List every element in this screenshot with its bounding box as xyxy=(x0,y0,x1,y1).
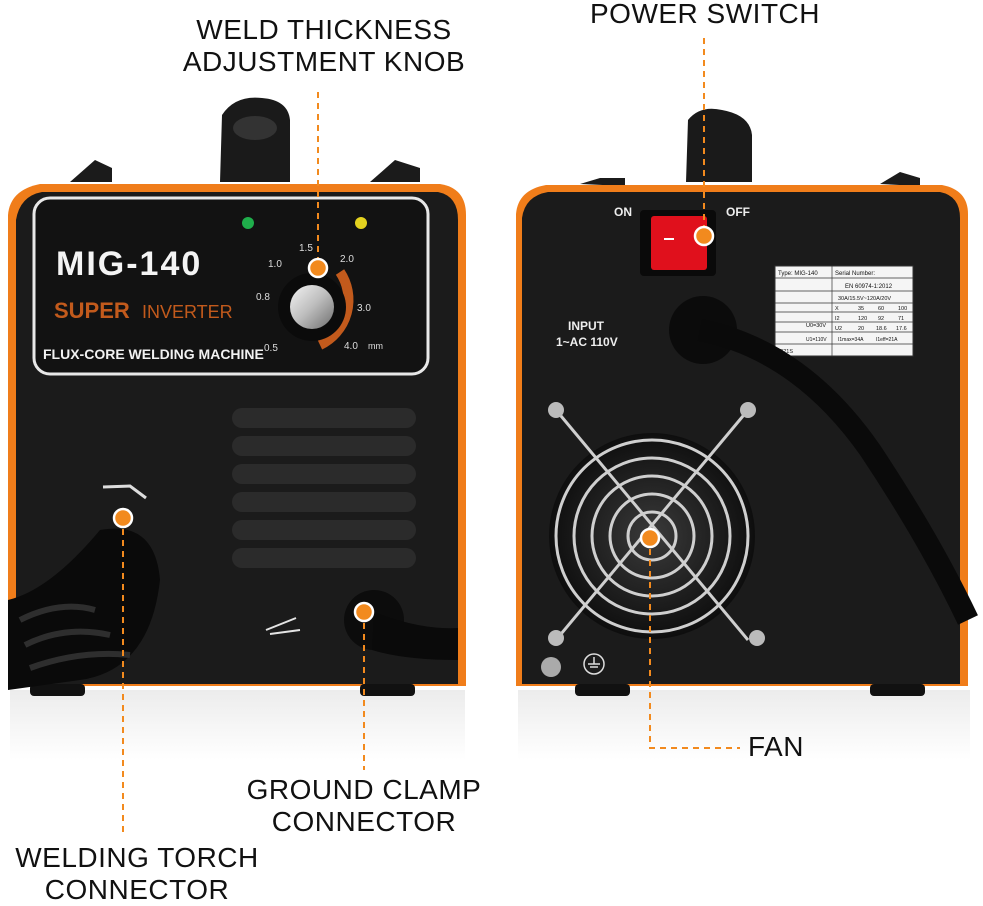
machine-type-label: FLUX-CORE WELDING MACHINE xyxy=(43,346,264,362)
brand-inverter-label: INVERTER xyxy=(142,302,233,322)
front-vents xyxy=(232,408,416,568)
rating-u2-label: U2 xyxy=(835,326,842,332)
ground-clamp-icon xyxy=(265,617,301,635)
rating-range-text: 30A/15.5V~120A/20V xyxy=(838,296,891,302)
rating-cell: 60 xyxy=(878,306,884,312)
switch-on-label: ON xyxy=(614,205,632,219)
rating-type-text: Type: MIG-140 xyxy=(778,271,818,277)
callout-fan: FAN xyxy=(748,731,818,763)
callout-line: POWER SWITCH xyxy=(590,0,820,29)
dial-tick-label: 0.8 xyxy=(256,292,270,303)
rating-cell: 20 xyxy=(858,326,864,332)
dial-tick-label: 3.0 xyxy=(357,303,371,314)
earth-ground-icon xyxy=(583,653,605,675)
callout-dots xyxy=(112,225,715,623)
power-indicator-light xyxy=(242,217,254,229)
dial-tick-label: 1.5 xyxy=(299,243,313,254)
callout-line: WELDING TORCH xyxy=(15,842,259,873)
callout-leader-lines xyxy=(122,38,740,834)
callout-welding-torch-connector: WELDING TORCH CONNECTOR xyxy=(4,842,270,906)
dial-tick-label: 4.0 xyxy=(344,341,358,352)
callout-power-switch: POWER SWITCH xyxy=(580,0,830,30)
rating-x-label: X xyxy=(835,306,839,312)
callout-line: ADJUSTMENT KNOB xyxy=(182,46,466,77)
torch-symbol-icon xyxy=(102,484,147,500)
callout-ground-clamp-connector: GROUND CLAMP CONNECTOR xyxy=(236,774,492,838)
callout-line: GROUND CLAMP xyxy=(246,774,482,805)
callout-line: CONNECTOR xyxy=(44,874,230,905)
overheat-indicator-light xyxy=(355,217,367,229)
callout-line: WELD THICKNESS xyxy=(196,14,452,45)
brand-super-label: SUPER xyxy=(54,298,130,323)
rating-cell: 17.6 xyxy=(896,326,907,332)
input-voltage-label: 1~AC 110V xyxy=(556,335,618,349)
rating-cell: 120 xyxy=(858,316,867,322)
rating-cell: 71 xyxy=(898,316,904,322)
callout-dot-ground xyxy=(353,601,375,623)
rating-serial-text: Serial Number: xyxy=(835,271,875,277)
rating-standard-text: EN 60974-1:2012 xyxy=(845,284,893,290)
dial-unit-label: mm xyxy=(368,341,383,351)
callout-dot-knob xyxy=(307,257,329,279)
rating-i2-label: I2 xyxy=(835,316,840,322)
front-welder: MIG-140 SUPER INVERTER FLUX-CORE WELDING… xyxy=(8,97,466,760)
callout-dot-torch xyxy=(112,507,134,529)
ground-terminal-screw xyxy=(541,657,561,677)
dial-tick-label: 1.0 xyxy=(268,259,282,270)
callout-dot-switch xyxy=(693,225,715,247)
rating-plate: Type: MIG-140 Serial Number: EN 60974-1:… xyxy=(774,265,914,357)
callout-line: CONNECTOR xyxy=(271,806,457,837)
rating-cell: 18.6 xyxy=(876,326,887,332)
input-label: INPUT xyxy=(568,319,605,333)
rating-i1eff-text: I1eff=21A xyxy=(876,337,898,343)
switch-off-label: OFF xyxy=(726,205,750,219)
callout-line: FAN xyxy=(748,731,804,762)
rear-welder: ON OFF INPUT 1~AC 110V Type: MIG-140 Ser… xyxy=(516,108,978,760)
power-cord xyxy=(697,319,978,625)
power-switch[interactable] xyxy=(651,216,707,270)
rating-u0-text: U0=30V xyxy=(806,323,826,329)
rating-i1max-text: I1max=34A xyxy=(838,337,864,343)
rating-ip-text: IP21S xyxy=(778,349,793,355)
rating-u1-text: U1=110V xyxy=(806,337,827,343)
callout-weld-thickness-knob: WELD THICKNESS ADJUSTMENT KNOB xyxy=(172,14,476,78)
callout-dot-fan xyxy=(639,527,661,549)
dial-tick-label: 2.0 xyxy=(340,254,354,265)
dial-tick-label: 0.5 xyxy=(264,343,278,354)
rating-cell: 100 xyxy=(898,306,907,312)
rating-cell: 92 xyxy=(878,316,884,322)
rating-cell: 35 xyxy=(858,306,864,312)
model-label: MIG-140 xyxy=(56,245,202,283)
